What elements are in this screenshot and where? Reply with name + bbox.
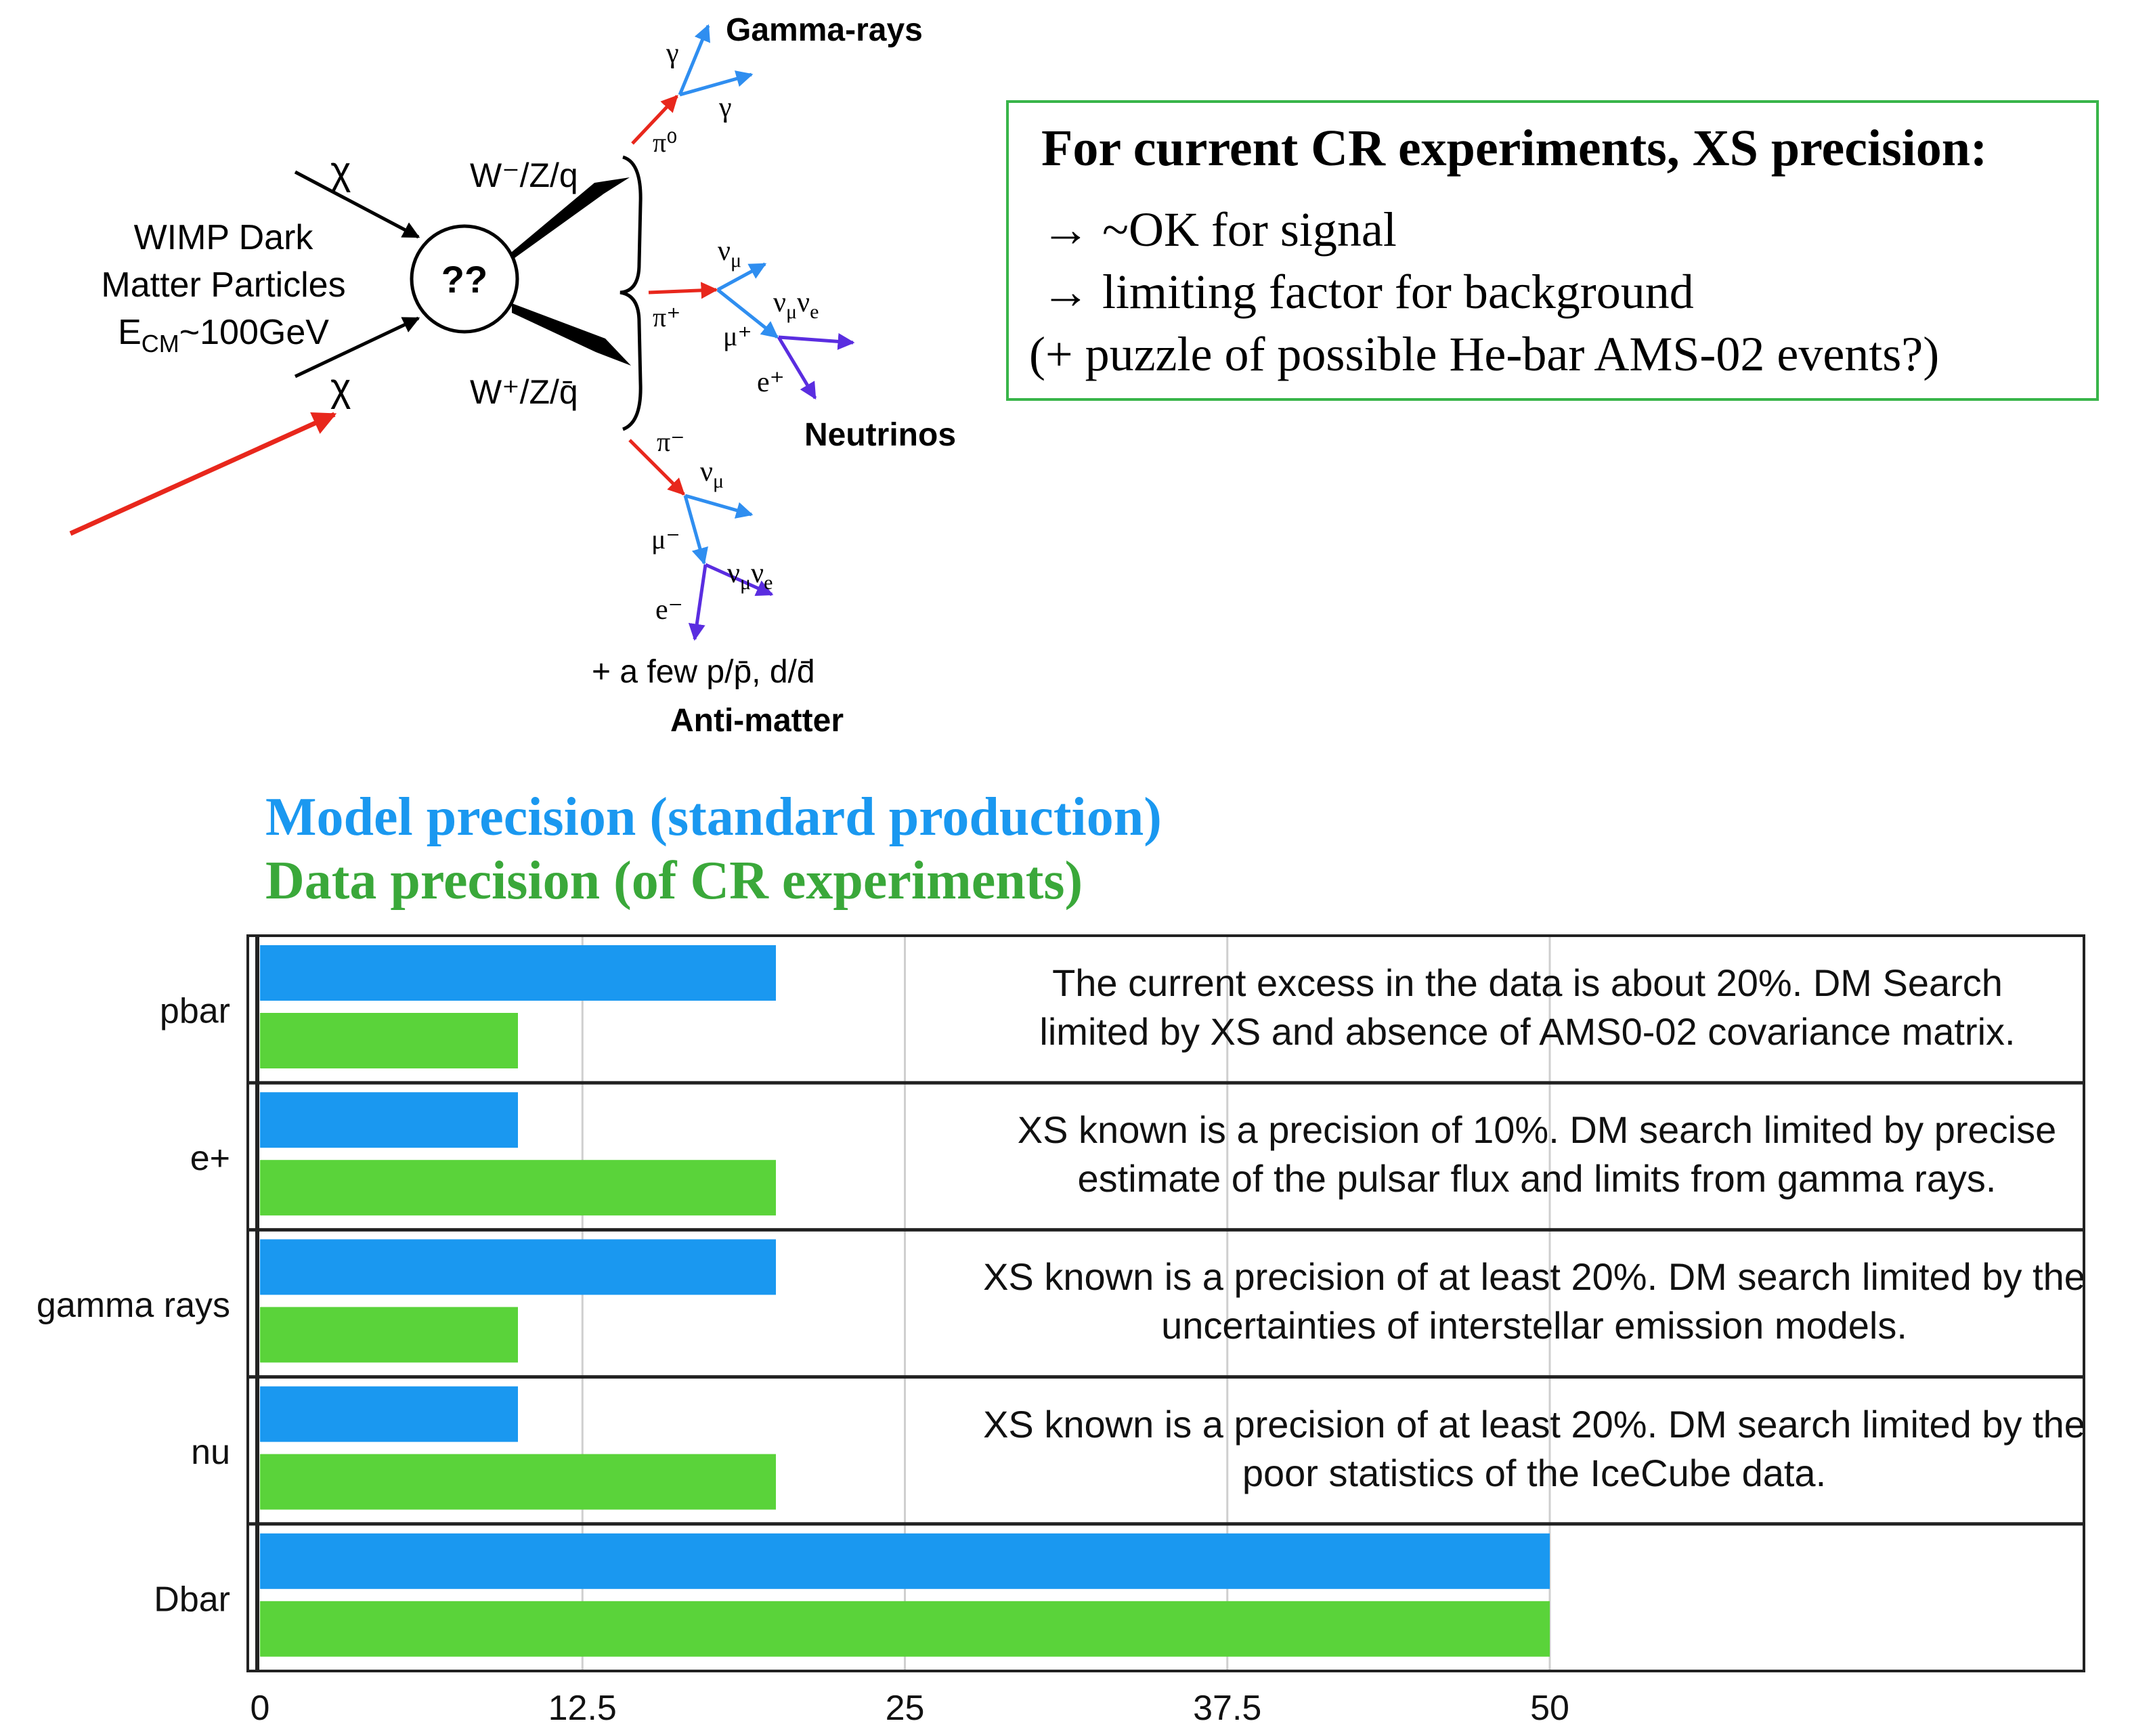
- y-tick-label-Dbar: Dbar: [154, 1580, 230, 1619]
- pi-minus-arrow: [628, 439, 685, 496]
- bar-data-pbar: [260, 1013, 518, 1068]
- chi-bottom-line: [294, 316, 420, 378]
- e-plus-label: e⁺: [757, 367, 785, 398]
- annotation-gamma-rays: XS known is a precision of at least 20%.…: [983, 1253, 2085, 1350]
- wimp-label-line2: Matter Particles: [101, 265, 345, 305]
- pi0-arrow: [631, 95, 678, 145]
- legend-data-precision: Data precision (of CR experiments): [265, 851, 1083, 911]
- annotation-line: limited by XS and absence of AMS0-02 cov…: [1039, 1010, 2016, 1053]
- x-tick-label-4: 50: [1530, 1689, 1569, 1728]
- annotation-line: uncertainties of interstellar emission m…: [1161, 1304, 1907, 1347]
- w-plus-label: W⁺/Z/q̄: [470, 373, 578, 411]
- bar-data-nu: [260, 1454, 776, 1510]
- annihilation-vertex: [410, 224, 519, 334]
- e-plus-arrow: [777, 336, 817, 400]
- e-minus-label: e⁻: [655, 594, 683, 626]
- dark-matter-annihilation-diagram: χ χ WIMP Dark Matter Particles ECM~100Ge…: [69, 12, 956, 739]
- mu-minus-label: μ⁻: [651, 524, 680, 555]
- mu-plus-arrow: [716, 288, 779, 339]
- annotation-line: estimate of the pulsar flux and limits f…: [1077, 1157, 1997, 1200]
- x-tick-label-0: 0: [251, 1689, 270, 1728]
- wimp-label-line3: ECM~100GeV: [118, 313, 329, 357]
- pi-minus-label: π⁻: [657, 427, 684, 457]
- y-tick-label-gamma-rays: gamma rays: [37, 1286, 230, 1325]
- w-plus-line: [512, 303, 631, 366]
- x-tick-label-1: 12.5: [548, 1689, 617, 1728]
- annotation-pbar: The current excess in the data is about …: [1039, 959, 2015, 1056]
- info-box-line-2: → limiting factor for background: [1041, 265, 1694, 319]
- bar-model-Dbar: [260, 1533, 1550, 1589]
- annotation-e+: XS known is a precision of 10%. DM searc…: [1018, 1106, 2056, 1203]
- bar-data-Dbar: [260, 1601, 1550, 1657]
- gamma1-label: γ: [666, 38, 679, 69]
- bar-data-gamma-rays: [260, 1307, 518, 1363]
- y-tick-label-pbar: pbar: [160, 992, 230, 1031]
- gamma2-arrow: [679, 70, 754, 97]
- bar-data-e+: [260, 1160, 776, 1216]
- chart-legend: Model precision (standard production) Da…: [265, 785, 1162, 913]
- info-box-line-3: (+ puzzle of possible He-bar AMS-02 even…: [1029, 327, 1940, 381]
- annotation-line: poor statistics of the IceCube data.: [1242, 1451, 1827, 1494]
- bar-model-nu: [260, 1386, 518, 1442]
- antimatter-extra-label: + a few p/p̄, d/d̄: [592, 654, 815, 690]
- gamma-rays-label: Gamma-rays: [726, 12, 923, 48]
- nu-mu-1-label: νμ: [718, 236, 741, 272]
- neutrinos-label: Neutrinos: [804, 417, 956, 453]
- chi-bottom-label: χ: [330, 366, 351, 410]
- y-tick-label-e+: e+: [190, 1139, 230, 1178]
- gamma2-label: γ: [718, 92, 732, 123]
- nu-mu-1-arrow: [716, 262, 767, 292]
- nu-mu-nu-e-1-arrow: [778, 332, 855, 350]
- bar-model-gamma-rays: [260, 1239, 776, 1295]
- annotation-line: XS known is a precision of at least 20%.…: [983, 1255, 2085, 1299]
- pi-plus-arrow: [648, 282, 718, 299]
- info-box: For current CR experiments, XS precision…: [1006, 100, 2099, 401]
- annotation-line: The current excess in the data is about …: [1052, 961, 2003, 1004]
- pi0-label: π⁰: [653, 127, 677, 158]
- pi-plus-label: π⁺: [653, 302, 680, 332]
- wimp-label-line1: WIMP Dark: [134, 218, 314, 257]
- annotation-line: XS known is a precision of 10%. DM searc…: [1017, 1108, 2057, 1152]
- e-minus-arrow: [688, 564, 708, 641]
- chi-top-label: χ: [330, 149, 351, 193]
- info-box-line-1: → ~OK for signal: [1041, 202, 1397, 257]
- chi-top-line: [294, 170, 420, 239]
- nu-mu-2-label: νμ: [700, 456, 724, 492]
- nu-mu-nu-e-2-label: νμνe: [727, 558, 773, 594]
- info-box-title: For current CR experiments, XS precision…: [1041, 120, 1988, 177]
- x-tick-label-3: 37.5: [1193, 1689, 1261, 1728]
- w-minus-label: W⁻/Z/q: [470, 156, 578, 194]
- mu-minus-arrow: [683, 495, 708, 565]
- x-tick-label-2: 25: [886, 1689, 925, 1728]
- nu-mu-nu-e-1-label: νμνe: [773, 287, 819, 323]
- nu-mu-2-arrow: [684, 494, 754, 519]
- bar-model-pbar: [260, 945, 776, 1001]
- legend-model-precision: Model precision (standard production): [265, 787, 1162, 847]
- bar-model-e+: [260, 1092, 518, 1148]
- antimatter-label: Anti-matter: [670, 703, 844, 739]
- nu-mu-nu-e-2-arrow: [704, 563, 774, 596]
- decay-brace: [620, 155, 643, 431]
- annotation-line: XS known is a precision of at least 20%.…: [983, 1402, 2085, 1446]
- vertex-label: ??: [441, 258, 487, 301]
- red-pointer-arrow: [69, 412, 337, 536]
- mu-plus-label: μ⁺: [723, 321, 752, 351]
- gamma1-arrow: [678, 24, 710, 95]
- y-tick-label-nu: nu: [191, 1433, 230, 1472]
- annotation-nu: XS known is a precision of at least 20%.…: [983, 1400, 2085, 1498]
